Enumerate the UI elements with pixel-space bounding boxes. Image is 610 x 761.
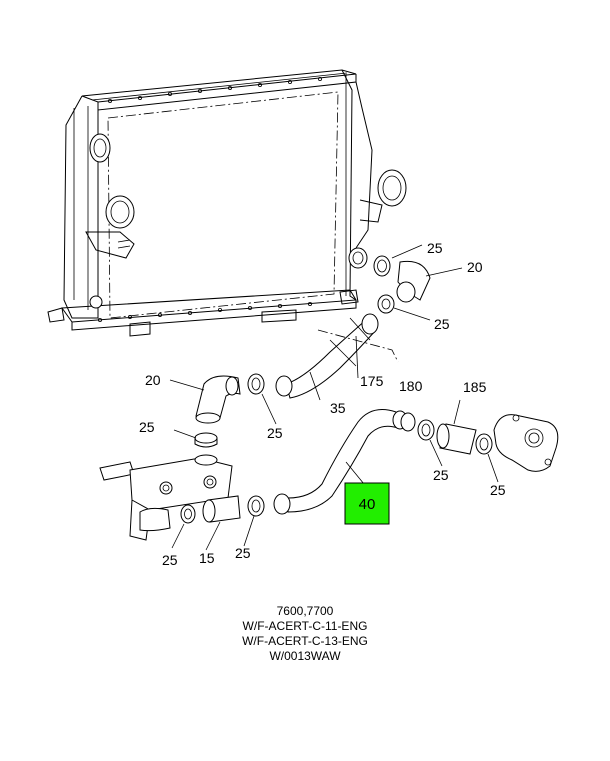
highlight-label: 40 bbox=[359, 496, 376, 513]
clamp-25-upper bbox=[373, 255, 391, 277]
callout-180: 180 bbox=[399, 378, 423, 394]
clamp-25-lower-b bbox=[247, 495, 265, 517]
callout-20-upper: 20 bbox=[467, 259, 483, 275]
caption-block: 7600,7700 W/F-ACERT-C-11-ENG W/F-ACERT-C… bbox=[0, 604, 610, 664]
callout-20-left: 20 bbox=[145, 372, 161, 388]
callout-25-left: 25 bbox=[139, 419, 155, 435]
radiator-assembly bbox=[47, 69, 407, 337]
callout-25-mid: 25 bbox=[434, 316, 450, 332]
caption-engine-c11: W/F-ACERT-C-11-ENG bbox=[242, 619, 368, 633]
lower-left-block bbox=[99, 454, 241, 541]
callout-25-bottom-a: 25 bbox=[162, 552, 178, 568]
callout-185: 185 bbox=[463, 379, 487, 395]
callout-25-bottom-b: 25 bbox=[235, 545, 251, 561]
callout-25-center: 25 bbox=[267, 425, 283, 441]
clamp-25-mid bbox=[377, 294, 395, 314]
clamp-25-vertical bbox=[194, 432, 218, 444]
outlet-housing bbox=[493, 414, 559, 472]
upper-hose-assembly bbox=[194, 255, 431, 448]
callout-15: 15 bbox=[199, 550, 215, 566]
tube-35 bbox=[285, 317, 377, 399]
clamp-25-right-a bbox=[417, 419, 435, 441]
callout-175: 175 bbox=[360, 373, 384, 389]
caption-models: 7600,7700 bbox=[276, 604, 334, 618]
top-rail-holes bbox=[108, 77, 322, 104]
tube-40 bbox=[287, 409, 399, 513]
clamp-25-lower-left bbox=[247, 373, 265, 395]
left-inlet-stubs bbox=[85, 133, 135, 259]
caption-option-code: W/0013WAW bbox=[269, 649, 341, 663]
clamp-25-lower-c bbox=[180, 504, 196, 524]
right-outlet-stubs bbox=[348, 169, 407, 269]
caption-engine-c13: W/F-ACERT-C-13-ENG bbox=[242, 634, 368, 648]
callout-25-upper: 25 bbox=[427, 240, 443, 256]
callout-35: 35 bbox=[330, 400, 346, 416]
bottom-rail-holes bbox=[98, 301, 312, 322]
highlight-box[interactable] bbox=[344, 482, 390, 525]
callout-25-right-b: 25 bbox=[490, 482, 506, 498]
callouts: 25 20 25 175 180 20 35 25 25 185 25 25 2… bbox=[139, 240, 506, 568]
lower-hose-assembly bbox=[247, 409, 559, 517]
callout-25-right-a: 25 bbox=[433, 467, 449, 483]
clamp-25-right-b bbox=[475, 433, 493, 455]
leader-lines bbox=[169, 244, 499, 551]
highlighted-callout-40[interactable]: 40 bbox=[344, 482, 390, 525]
